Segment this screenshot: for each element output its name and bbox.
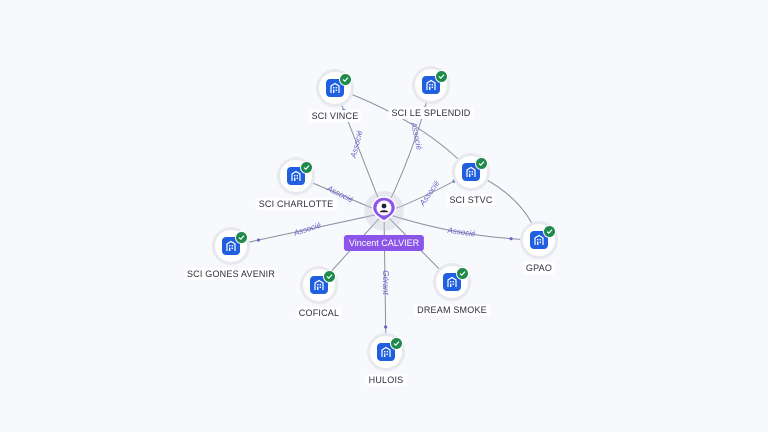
relation-label: Associé [417,179,441,208]
relation-arrow [452,179,456,183]
company-label[interactable]: SCI VINCE [308,110,362,122]
relation-label: Associé [292,220,323,238]
verified-check-icon [435,70,448,83]
company-label[interactable]: GPAO [522,262,556,274]
company-label[interactable]: SCI CHARLOTTE [255,198,337,210]
verified-check-icon [300,161,313,174]
verified-check-icon [235,231,248,244]
relation-edge-gpao [383,212,540,241]
verified-check-icon [323,270,336,283]
person-icon [371,196,397,222]
verified-check-icon [339,73,352,86]
relation-arrow [509,237,513,241]
relation-arrow [384,325,388,329]
company-label[interactable]: HULOIS [365,374,407,386]
company-label[interactable]: SCI LE SPLENDID [388,107,474,119]
verified-check-icon [390,337,403,350]
person-name[interactable]: Vincent CALVIER [343,235,425,251]
relation-arrow [256,238,261,242]
company-label[interactable]: DREAM SMOKE [414,304,490,316]
company-label[interactable]: COFICAL [295,307,343,319]
relation-label: Associé [348,129,364,160]
company-label[interactable]: SCI STVC [446,194,496,206]
relation-arrow [310,181,314,185]
relation-label: Gérant [381,270,390,295]
relation-edge-sci-gones-avenir [230,212,385,247]
company-label[interactable]: SCI GONES AVENIR [183,268,279,280]
relation-label: Associé [446,226,477,239]
verified-check-icon [543,225,556,238]
relation-label: Associé [409,121,424,152]
verified-check-icon [456,267,469,280]
verified-check-icon [475,157,488,170]
